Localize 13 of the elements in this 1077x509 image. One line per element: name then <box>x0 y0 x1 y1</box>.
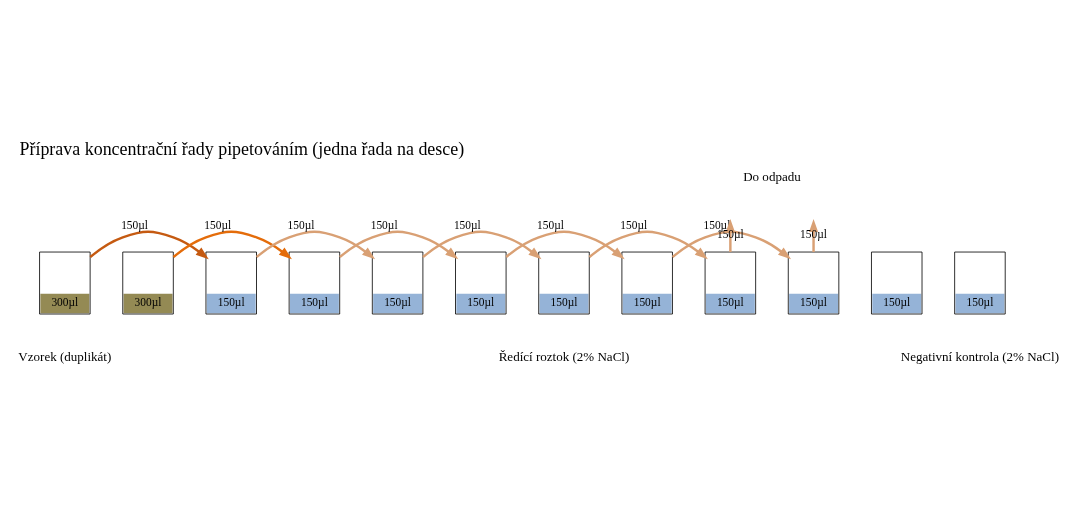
edge-label: 150µl <box>370 218 398 231</box>
edge-label: 150µl <box>121 218 149 231</box>
edge-label: 150µl <box>204 218 232 231</box>
edge-label: 150µl <box>537 218 564 231</box>
edge-label: 150µl <box>620 218 648 231</box>
label: Vzorek (duplikát) <box>18 348 112 364</box>
label: Do odpadu <box>743 168 801 184</box>
diagram-title: Příprava koncentrační řady pipetováním (jedna řada na desce) <box>19 138 465 159</box>
label: Negativní kontrola (2% NaCl) <box>900 348 1060 364</box>
edge-label: 150µl <box>453 218 481 231</box>
edge-label: 150µl <box>800 227 827 240</box>
edge-label: 150µl <box>287 218 315 231</box>
label: Ředící roztok (2% NaCl) <box>498 348 630 364</box>
